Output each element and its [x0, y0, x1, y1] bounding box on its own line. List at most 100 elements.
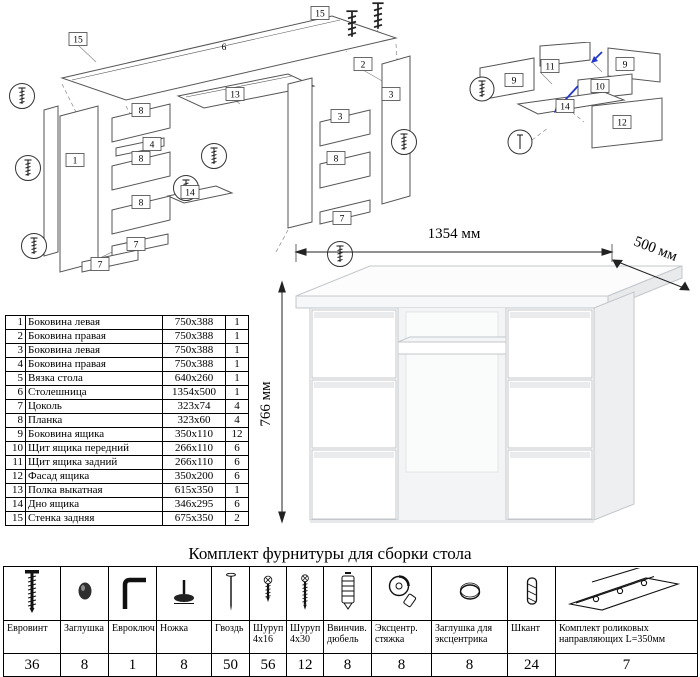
- hardware-icon-cell: [371, 566, 432, 621]
- desk-body: [295, 265, 683, 523]
- part-callout-label: 7: [340, 215, 345, 225]
- part-name: Дно ящика: [25, 497, 163, 512]
- screw-callout-icon: [469, 76, 495, 102]
- hardware-icon-cell: [60, 566, 109, 621]
- hardware-icon-cell: [3, 566, 61, 621]
- hardware-label: Ввинчив. дюбель: [323, 620, 372, 654]
- cam-lock-icon: [388, 575, 416, 608]
- part-name: Цоколь: [25, 399, 163, 414]
- part-num: 4: [5, 357, 26, 372]
- part-callout-label: 14: [185, 189, 195, 199]
- hardware-icon-cell: [211, 566, 250, 621]
- part-name: Столешница: [25, 385, 163, 400]
- cap-icon: [78, 582, 91, 600]
- part-qty: 1: [225, 385, 249, 400]
- part-size: 615x350: [162, 483, 226, 498]
- screw-callout-icon: [327, 241, 353, 267]
- part-qty: 4: [225, 413, 249, 428]
- part-callout-label: 3: [389, 91, 394, 101]
- hardware-label: Комплект роликовых направляющих L=350мм: [555, 620, 698, 654]
- part-num: 13: [5, 483, 26, 498]
- screw-4x30-icon: [301, 574, 309, 610]
- part-num: 6: [5, 385, 26, 400]
- wood-dowel-icon: [526, 577, 537, 605]
- part-qty: 2: [225, 511, 249, 526]
- part-callout-label: 11: [545, 63, 554, 73]
- drawer-exploded-diagram: 11 9 9 10 14 12: [469, 42, 663, 155]
- part-num: 3: [5, 343, 26, 358]
- part-qty: 1: [225, 343, 249, 358]
- fastener-callouts: [9, 2, 417, 267]
- part-name: Боковина правая: [25, 357, 163, 372]
- hardware-qty: 8: [323, 653, 372, 677]
- hardware-label: Шуруп 4x16: [249, 620, 287, 654]
- part-callout-label: 2: [361, 61, 366, 71]
- part-qty: 4: [225, 399, 249, 414]
- part-name: Фасад ящика: [25, 469, 163, 484]
- nail-callout-icon: [507, 129, 533, 155]
- hardware-icon-cell: [507, 566, 556, 621]
- hardware-qty: 12: [286, 653, 324, 677]
- screw-callout-icon: [21, 233, 47, 259]
- hardware-icon-cell: [249, 566, 287, 621]
- part-qty: 1: [225, 329, 249, 344]
- part-callout-label: 7: [134, 241, 139, 251]
- part-qty: 1: [225, 357, 249, 372]
- part-size: 750x388: [162, 357, 226, 372]
- part-qty: 6: [225, 469, 249, 484]
- part-size: 350x200: [162, 469, 226, 484]
- hardware-qty: 8: [371, 653, 432, 677]
- hardware-table: Евровинт Заглушка Евроключ Ножка Гвоздь …: [3, 566, 698, 677]
- part-num: 15: [5, 511, 26, 526]
- nail-icon: [226, 572, 236, 611]
- drawer-slides-icon: [567, 567, 680, 611]
- part-num: 9: [5, 427, 26, 442]
- part-name: Боковина левая: [25, 343, 163, 358]
- part-name: Боковина ящика: [25, 427, 163, 442]
- part-qty: 1: [225, 483, 249, 498]
- part-num: 5: [5, 371, 26, 386]
- part-name: Боковина левая: [25, 315, 163, 330]
- height-dimension-label: 766 мм: [258, 381, 274, 427]
- part-callout-label: 9: [623, 61, 628, 71]
- part-size: 266x110: [162, 455, 226, 470]
- hardware-qty: 50: [211, 653, 250, 677]
- hardware-labels-row: Евровинт Заглушка Евроключ Ножка Гвоздь …: [3, 620, 698, 654]
- part-num: 10: [5, 441, 26, 456]
- hardware-qty: 36: [3, 653, 61, 677]
- hardware-label: Шуруп 4x30: [286, 620, 324, 654]
- hardware-label: Гвоздь: [211, 620, 250, 654]
- part-callout-label: 8: [139, 199, 144, 209]
- screw-4x16-icon: [263, 575, 273, 603]
- callout-labels: 15 6 15 2 3 13 1 8 4 8 14 8 7 7 3 8 7: [65, 6, 401, 271]
- part-callout-label: 8: [334, 155, 339, 165]
- part-qty: 1: [225, 371, 249, 386]
- part-size: 346x295: [162, 497, 226, 512]
- callout-labels: 11 9 9 10 14 12: [504, 57, 635, 129]
- euro-screw-icon: [25, 570, 39, 613]
- hardware-kit-title: Комплект фурнитуры для сборки стола: [188, 544, 472, 563]
- part-size: 350x110: [162, 427, 226, 442]
- desk-dimensions-render: 1354 мм 500 мм 766 мм: [258, 226, 690, 524]
- part-callout-label: 9: [512, 77, 517, 87]
- part-callout-label: 3: [338, 113, 343, 123]
- part-size: 266x110: [162, 441, 226, 456]
- part-num: 1: [5, 315, 26, 330]
- part-num: 12: [5, 469, 26, 484]
- part-size: 1354x500: [162, 385, 226, 400]
- depth-dimension-label: 500 мм: [631, 234, 679, 265]
- screw-callout-icon: [391, 129, 417, 155]
- part-size: 750x388: [162, 315, 226, 330]
